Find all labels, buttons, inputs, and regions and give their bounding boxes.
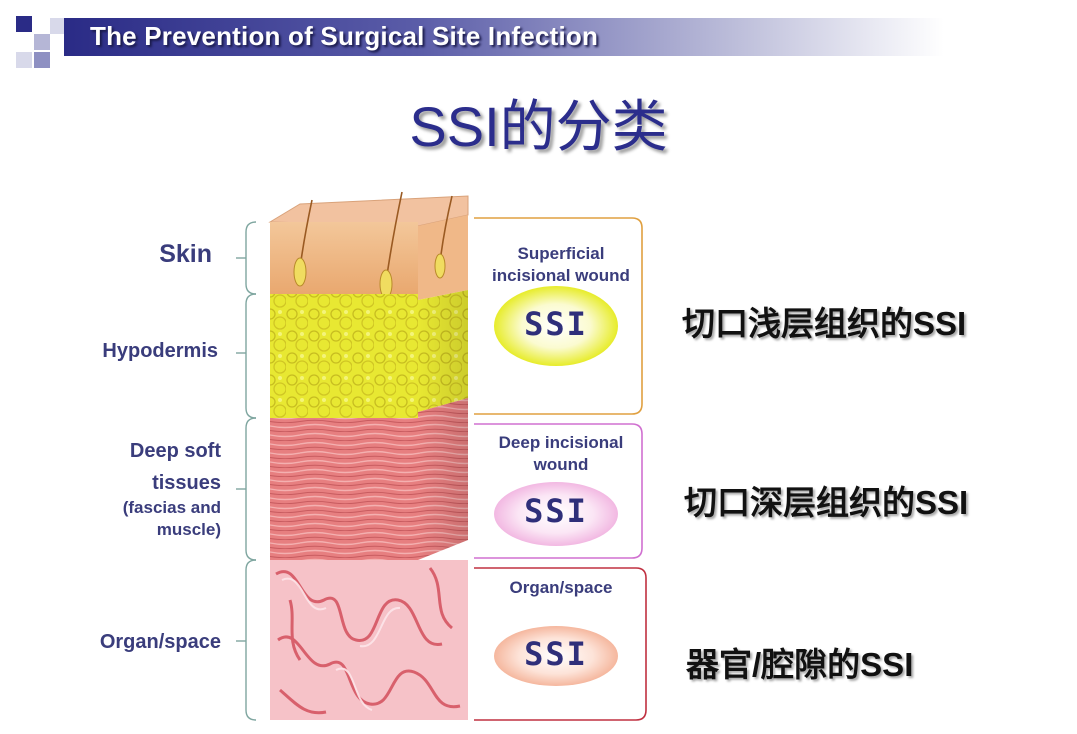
superficial-ssi-badge: SSI — [524, 305, 588, 343]
follicle-bulbs — [293, 253, 446, 299]
organ-wound-label: Organ/space — [509, 578, 613, 597]
corner-square-1 — [16, 16, 32, 32]
muscle-layer — [270, 418, 418, 560]
deep-ssi-badge: SSI — [524, 492, 588, 530]
layer-label-organ: Organ/space — [99, 631, 221, 653]
corner-square-5 — [34, 52, 50, 68]
intestine-loops — [275, 567, 461, 715]
deep-ssi-glow — [494, 482, 618, 546]
superficial-ssi-glow — [494, 286, 618, 366]
superficial-wound-line1: Superficial — [517, 244, 605, 263]
layer-label-deep-4: muscle) — [156, 520, 221, 539]
deep-wound-line2: wound — [533, 455, 589, 474]
layer-label-deep-3: (fascias and — [122, 498, 221, 517]
layer-label-deep-2: tissues — [152, 472, 221, 494]
organ-ssi-badge: SSI — [524, 635, 588, 673]
corner-square-2 — [34, 34, 50, 50]
deep-wound-line1: Deep incisional — [498, 433, 624, 452]
header-title: The Prevention of Surgical Site Infectio… — [90, 21, 599, 51]
layer-label-skin: Skin — [159, 240, 212, 268]
hypodermis-layer — [270, 294, 418, 418]
skin-surface — [268, 195, 469, 227]
category-deep: 切口深层组织的SSI — [684, 484, 969, 521]
deep-bracket — [474, 423, 643, 559]
layer-label-hypodermis: Hypodermis — [102, 340, 218, 362]
skin-layer — [270, 222, 418, 294]
corner-square-4 — [16, 52, 32, 68]
slide-title: SSI的分类 — [409, 95, 668, 158]
organ-bracket — [474, 567, 647, 721]
layer-label-deep-1: Deep soft — [129, 440, 221, 462]
superficial-bracket — [474, 217, 643, 415]
left-bracket — [236, 221, 257, 721]
category-organ: 器官/腔隙的SSI — [686, 646, 914, 683]
category-superficial: 切口浅层组织的SSI — [682, 305, 967, 342]
header-bar — [64, 18, 944, 56]
corner-square-3 — [50, 18, 66, 34]
organ-ssi-glow — [494, 626, 618, 686]
superficial-wound-line2: incisional wound — [492, 266, 630, 285]
intestine-loops-highlight — [281, 577, 401, 711]
